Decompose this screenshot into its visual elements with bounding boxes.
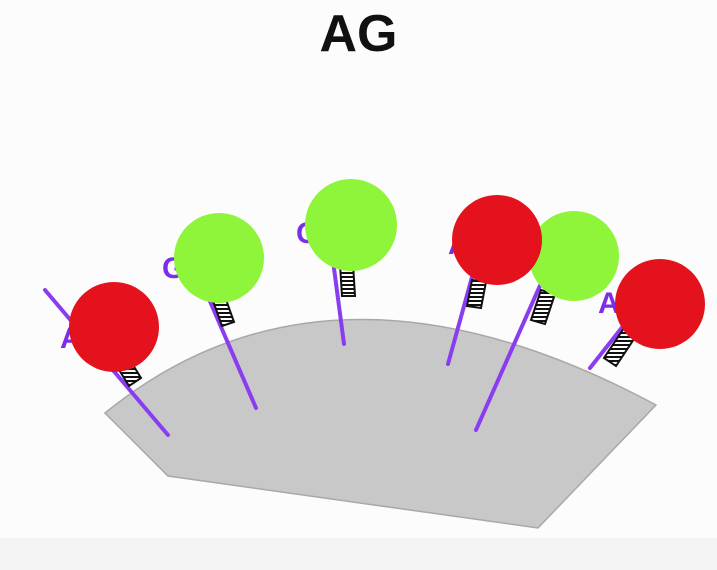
red-bead-3 <box>615 259 705 349</box>
red-bead-2 <box>452 195 542 285</box>
green-bead-2 <box>305 179 397 271</box>
surface-slab <box>103 318 658 529</box>
beads <box>69 179 705 372</box>
strand-letter-5: A <box>598 287 620 320</box>
bottom-band <box>0 538 717 570</box>
green-bead-1 <box>174 213 264 303</box>
green-bead-3 <box>529 211 619 301</box>
page-title: AG <box>319 5 398 63</box>
red-bead-1 <box>69 282 159 372</box>
